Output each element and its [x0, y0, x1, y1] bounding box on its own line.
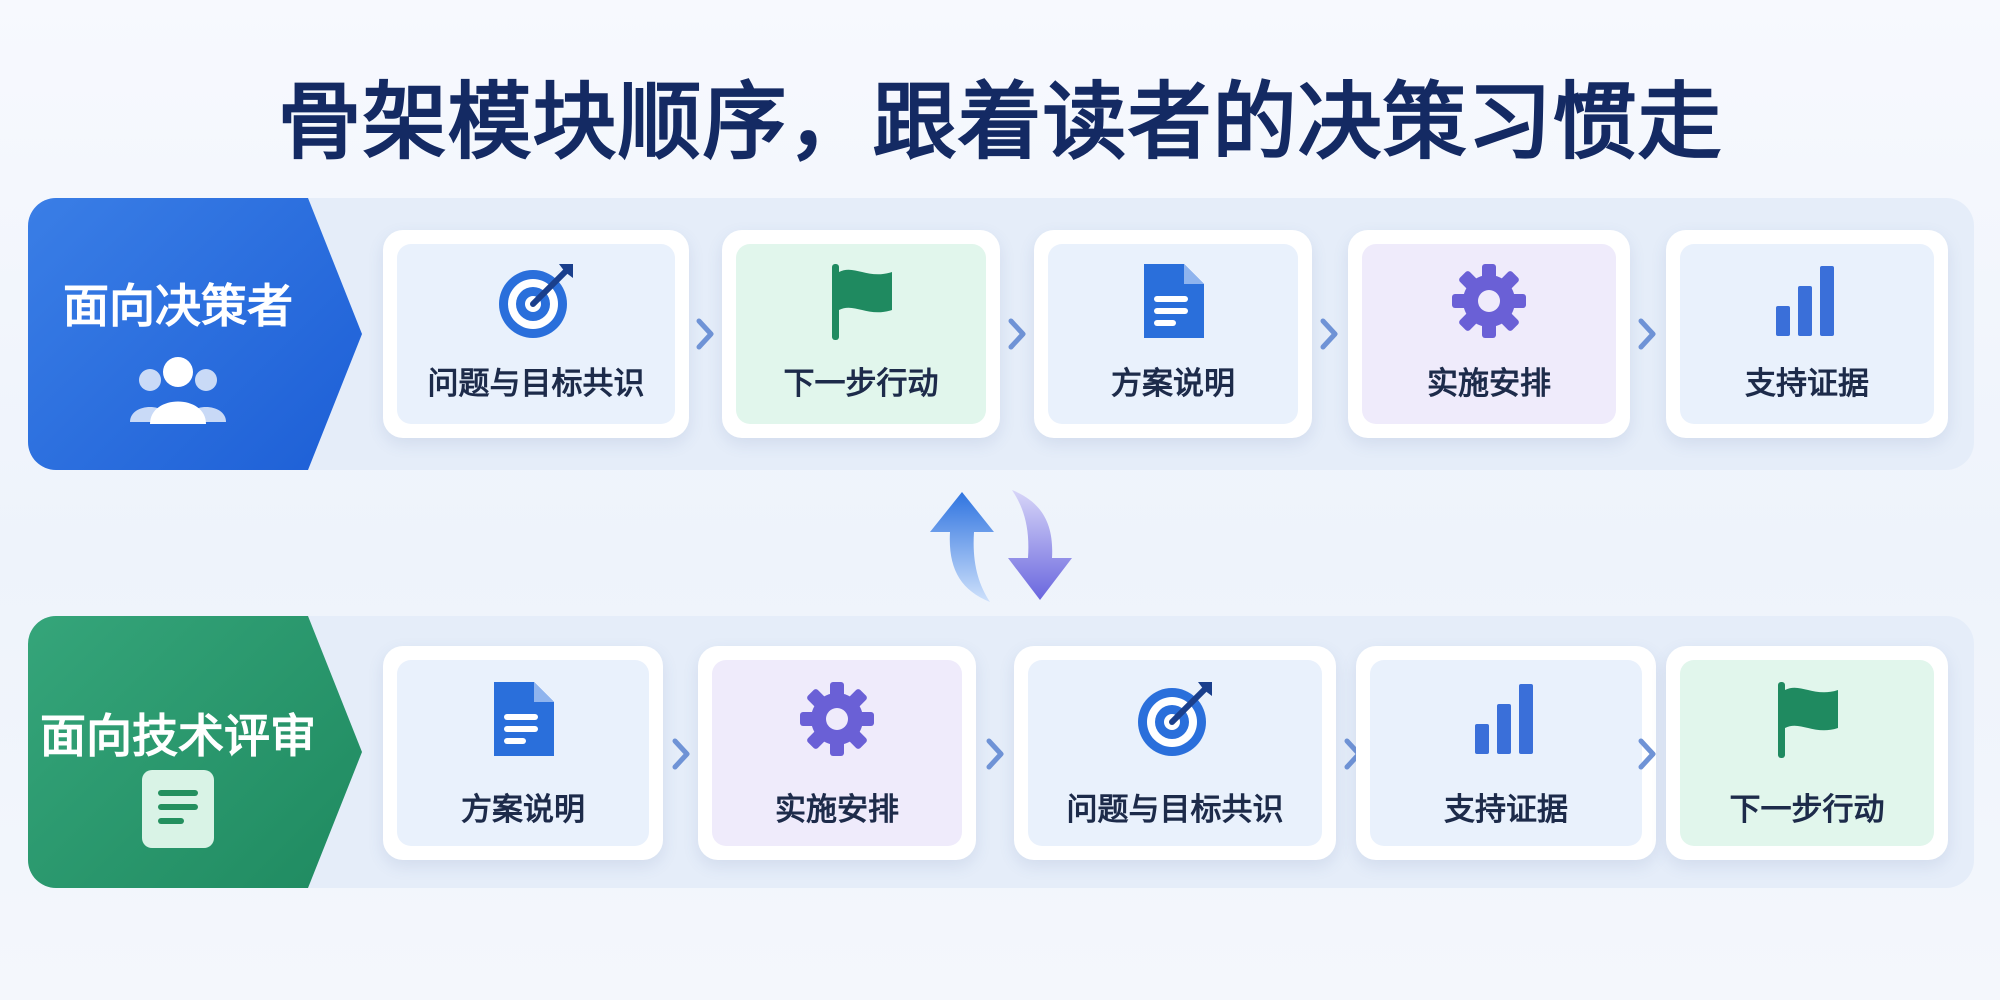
step-label: 支持证据: [1745, 366, 1869, 402]
tech-review-banner: 面向技术评审: [28, 616, 362, 888]
step-card-goal-consensus: 问题与目标共识: [383, 230, 689, 438]
decision-maker-banner: 面向决策者: [28, 198, 362, 470]
step-label: 方案说明: [1111, 366, 1235, 402]
chevron-right-icon: [1008, 318, 1026, 350]
target-icon: [1138, 682, 1212, 756]
step-label: 下一步行动: [783, 366, 939, 402]
chevron-right-icon: [1320, 318, 1338, 350]
step-card-implementation: 实施安排: [1348, 230, 1630, 438]
gear-icon: [800, 682, 874, 756]
step-label: 问题与目标共识: [1066, 792, 1284, 828]
document-icon: [494, 682, 554, 756]
decision-maker-flow: 面向决策者 问题与目标共识 下一步行动: [28, 198, 1974, 470]
document-icon: [142, 770, 214, 848]
chevron-right-icon: [672, 738, 690, 770]
step-label: 支持证据: [1444, 792, 1568, 828]
step-card-supporting-evidence: 支持证据: [1356, 646, 1656, 860]
chevron-right-icon: [986, 738, 1004, 770]
chevron-right-icon: [696, 318, 714, 350]
page-title: 骨架模块顺序，跟着读者的决策习惯走: [277, 73, 1723, 171]
step-label: 问题与目标共识: [427, 366, 645, 402]
step-card-implementation: 实施安排: [698, 646, 976, 860]
flag-icon: [1778, 682, 1838, 758]
step-card-goal-consensus: 问题与目标共识: [1014, 646, 1336, 860]
gear-icon: [1452, 264, 1526, 338]
target-icon: [499, 264, 573, 338]
flag-icon: [832, 264, 892, 340]
step-card-next-action: 下一步行动: [1666, 646, 1948, 860]
decision-maker-label: 面向决策者: [63, 279, 293, 333]
document-icon: [1144, 264, 1204, 338]
step-label: 实施安排: [775, 792, 899, 828]
step-label: 方案说明: [461, 792, 585, 828]
bar-chart-icon: [1776, 266, 1834, 336]
step-card-plan-description: 方案说明: [1034, 230, 1312, 438]
step-label: 下一步行动: [1729, 792, 1885, 828]
tech-review-flow: 面向技术评审 方案说明: [28, 616, 1974, 888]
users-icon: [130, 357, 226, 424]
step-card-plan-description: 方案说明: [383, 646, 663, 860]
tech-review-label: 面向技术评审: [40, 709, 316, 763]
step-label: 实施安排: [1427, 366, 1551, 402]
chevron-right-icon: [1638, 738, 1656, 770]
step-card-supporting-evidence: 支持证据: [1666, 230, 1948, 438]
chevron-right-icon: [1638, 318, 1656, 350]
swap-arrows-icon: [930, 490, 1072, 602]
bar-chart-icon: [1475, 684, 1533, 754]
step-card-next-action: 下一步行动: [722, 230, 1000, 438]
